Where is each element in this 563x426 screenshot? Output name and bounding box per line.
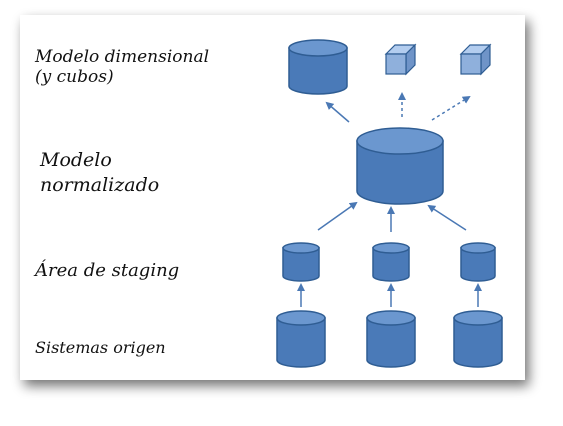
label-dimensional-line1: Modelo dimensional (34, 47, 209, 67)
staging-cylinder-1 (282, 242, 320, 282)
dimensional-cylinder (288, 39, 348, 95)
arrow-normalized-cube2 (431, 95, 471, 121)
label-source: Sistemas origen (35, 338, 166, 357)
label-staging: Área de staging (33, 258, 179, 281)
label-normalized-line2: normalizado (40, 174, 159, 196)
connection-arrows (297, 92, 482, 307)
cube-2 (459, 43, 492, 76)
diagram-frame (20, 15, 525, 380)
arrow-staging3-normalized (427, 204, 467, 231)
diagram-shapes (276, 39, 503, 368)
normalized-cylinder (356, 127, 444, 205)
staging-cylinder-3 (460, 242, 496, 282)
cube-1 (384, 43, 417, 76)
label-normalized-line1: Modelo (39, 149, 112, 171)
source-cylinder-3 (453, 310, 503, 368)
source-cylinder-2 (366, 310, 416, 368)
staging-cylinder-2 (372, 242, 410, 282)
arrow-staging1-normalized (317, 201, 358, 231)
source-cylinder-1 (276, 310, 326, 368)
arrow-normalized-dimensional (325, 101, 350, 123)
label-dimensional-line2: (y cubos) (35, 67, 114, 87)
